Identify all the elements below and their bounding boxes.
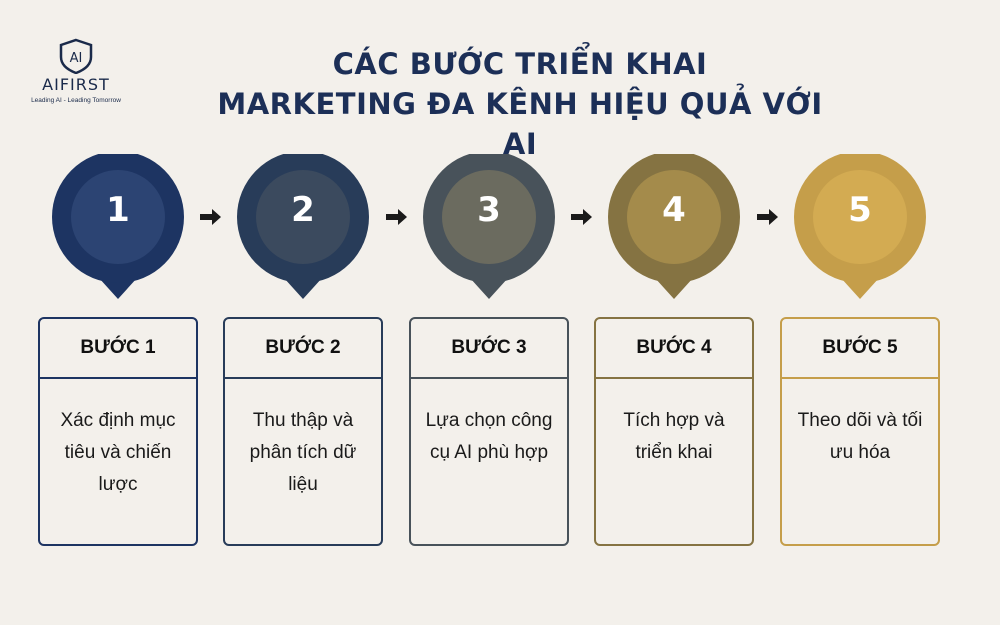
step-number: 4 [662,190,686,230]
pin-marker-icon [237,154,369,299]
shield-logo-icon: AI [59,38,93,74]
arrow-right-icon [757,209,778,225]
step-description: Theo dõi và tối ưu hóa [797,410,923,463]
step-card-1: BƯỚC 1 Xác định mục tiêu và chiến lược [38,317,198,546]
step-number: 2 [291,190,315,230]
title-line-2: MARKETING ĐA KÊNH HIỆU QUẢ VỚI AI [217,87,823,161]
step-card-2: BƯỚC 2 Thu thập và phân tích dữ liệu [223,317,383,546]
step-description: Xác định mục tiêu và chiến lược [60,410,176,495]
step-label: BƯỚC 3 [411,319,567,379]
step-label: BƯỚC 2 [225,319,381,379]
pin-marker-icon [423,154,555,299]
step-description: Lựa chọn công cụ AI phù hợp [425,410,553,463]
step-label: BƯỚC 5 [782,319,938,379]
step-pin-5: 5 [794,154,926,299]
step-number: 1 [106,190,130,230]
step-label: BƯỚC 1 [40,319,196,379]
logo-mark: AI [70,51,83,66]
brand-logo: AI AIFIRST Leading AI - Leading Tomorrow [26,38,126,104]
step-number: 3 [477,190,501,230]
step-pin-2: 2 [237,154,369,299]
title-line-1: CÁC BƯỚC TRIỂN KHAI [332,47,708,81]
step-pin-4: 4 [608,154,740,299]
step-description: Thu thập và phân tích dữ liệu [249,410,357,495]
pin-marker-icon [608,154,740,299]
step-card-3: BƯỚC 3 Lựa chọn công cụ AI phù hợp [409,317,569,546]
step-label: BƯỚC 4 [596,319,752,379]
step-number: 5 [848,190,872,230]
arrow-right-icon [200,209,221,225]
arrow-right-icon [386,209,407,225]
pin-marker-icon [52,154,184,299]
logo-name: AIFIRST [42,75,110,94]
step-pin-1: 1 [52,154,184,299]
step-description: Tích hợp và triển khai [623,410,725,463]
step-pin-3: 3 [423,154,555,299]
page-title: CÁC BƯỚC TRIỂN KHAI MARKETING ĐA KÊNH HI… [200,44,840,164]
arrow-right-icon [571,209,592,225]
logo-tagline: Leading AI - Leading Tomorrow [31,97,121,104]
pin-marker-icon [794,154,926,299]
step-card-5: BƯỚC 5 Theo dõi và tối ưu hóa [780,317,940,546]
step-card-4: BƯỚC 4 Tích hợp và triển khai [594,317,754,546]
